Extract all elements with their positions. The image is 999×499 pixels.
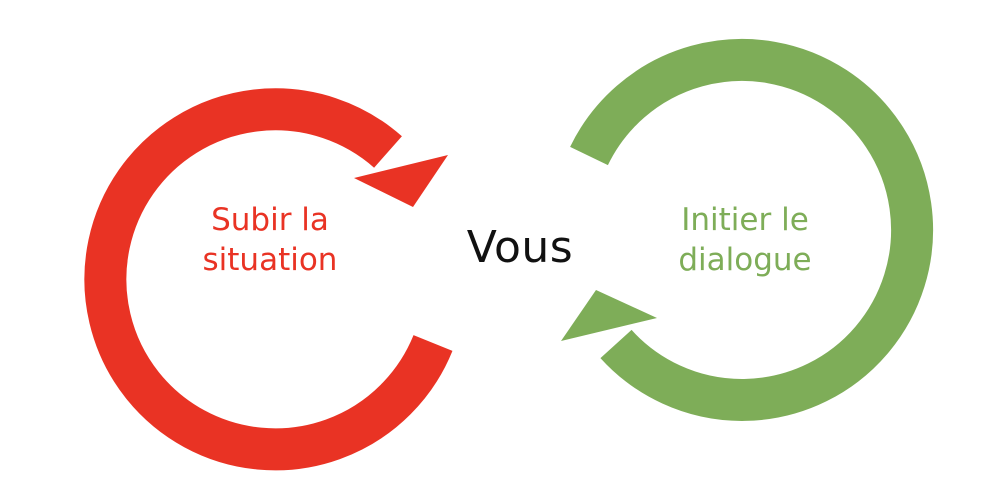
right-cycle-label: Initier le dialogue: [645, 200, 845, 280]
right-label-line1: Initier le: [681, 202, 809, 238]
center-label: Vous: [466, 222, 574, 273]
left-cycle-label: Subir la situation: [175, 200, 365, 280]
left-label-line1: Subir la: [211, 202, 329, 238]
right-cycle-arrow: [561, 39, 934, 421]
left-arrowhead: [354, 155, 448, 207]
right-arrowhead: [561, 290, 657, 341]
left-label-line2: situation: [202, 242, 338, 278]
left-cycle-arrow: [84, 88, 453, 471]
right-label-line2: dialogue: [678, 242, 812, 278]
left-arc: [84, 88, 453, 471]
right-arc: [570, 39, 934, 421]
